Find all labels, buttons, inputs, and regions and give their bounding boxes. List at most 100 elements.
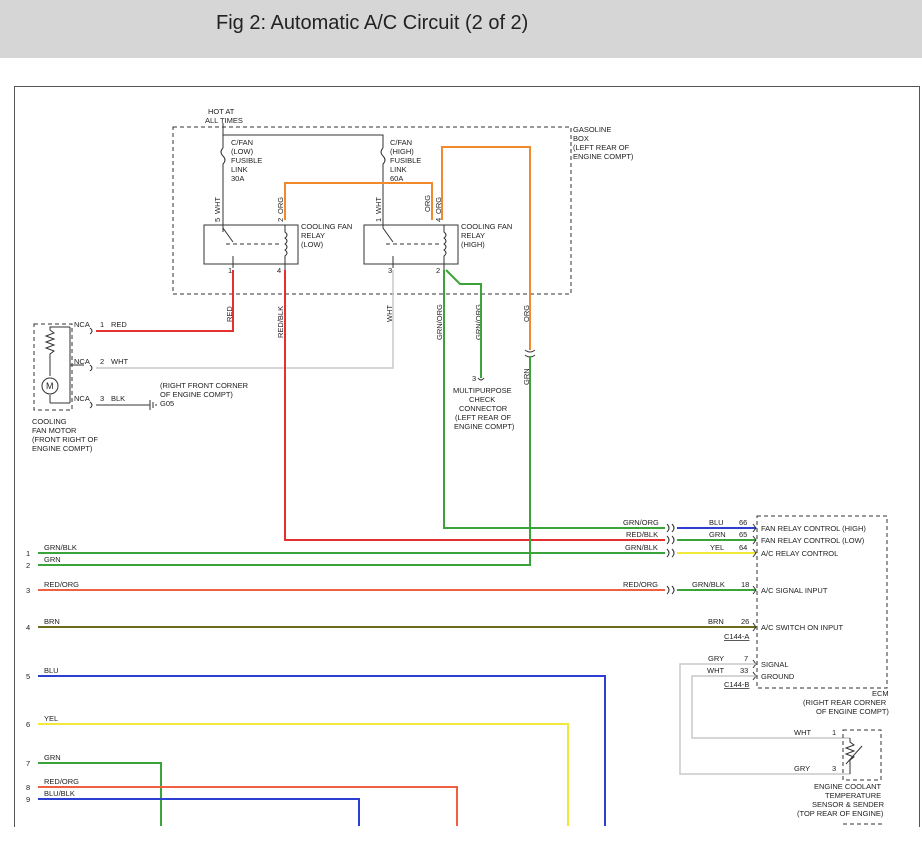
wire-label-red: RED	[225, 306, 234, 322]
ground-label: G05	[160, 399, 174, 408]
sensor-label: ENGINE COOLANT	[814, 782, 882, 791]
ecm-wire: GRN	[709, 530, 726, 539]
ecm-pin-num: 65	[739, 530, 747, 539]
wire-wht	[96, 270, 394, 369]
motor-symbol: M	[46, 381, 54, 391]
gasoline-box-label: BOX	[573, 134, 589, 143]
motor-label: ENGINE COMPT)	[32, 444, 93, 453]
check-connector-label: CHECK	[469, 395, 495, 404]
gasoline-box	[172, 126, 572, 295]
ground-icon	[149, 400, 157, 410]
wire-org-high	[441, 146, 531, 350]
ecm-pin-name: FAN RELAY CONTROL (HIGH)	[761, 524, 866, 533]
ground-label: (RIGHT FRONT CORNER	[160, 381, 249, 390]
wire-label-org: ORG	[522, 305, 531, 322]
ecm-pin-name: FAN RELAY CONTROL (LOW)	[761, 536, 865, 545]
fuse-low-label: 30A	[231, 174, 244, 183]
relay-low-pin4: 4	[277, 266, 281, 275]
relay-low-label: RELAY	[301, 231, 325, 240]
relay-high-pin1: 1	[374, 218, 383, 222]
sensor-pin: 1	[832, 728, 836, 737]
wire-label-grnorg: GRN/ORG	[474, 304, 483, 340]
wire-label-wht: WHT	[385, 305, 394, 322]
connector-icon	[524, 349, 536, 358]
ecm-pin-name: A/C SIGNAL INPUT	[761, 586, 828, 595]
wire-label-grnorg: GRN/ORG	[435, 304, 444, 340]
relay-low-pin1: 1	[228, 266, 232, 275]
ecm-pin-icon	[752, 523, 757, 681]
relay-low-pin5: 5	[213, 218, 222, 222]
check-connector-label: (LEFT REAR OF	[455, 413, 512, 422]
wire-label: BRN	[44, 617, 60, 626]
relay-low-switch	[222, 190, 234, 268]
diagram-frame	[14, 86, 920, 827]
motor-pin-nca: NCA	[74, 357, 90, 366]
wire-num: 8	[26, 783, 30, 792]
relay-low-pin5-wire: WHT	[213, 197, 222, 214]
motor-pin-nca: NCA	[74, 320, 90, 329]
ecm-wire: YEL	[710, 543, 724, 552]
relay-low	[203, 224, 299, 265]
fuse-high-label: C/FAN	[390, 138, 412, 147]
ecm-pin-num: 64	[739, 543, 747, 552]
gasoline-box-label: (LEFT REAR OF	[573, 143, 630, 152]
ecm-pin-num: 7	[744, 654, 748, 663]
ecm-connector-b: C144-B	[724, 680, 749, 689]
fuse-high-label: LINK	[390, 165, 407, 174]
wire-org-low	[284, 182, 433, 220]
sensor-pin-wire: GRY	[794, 764, 810, 773]
relay-high-pin2: 2	[436, 266, 440, 275]
wire-label: GRN	[44, 753, 61, 762]
ground-label: OF ENGINE COMPT)	[160, 390, 233, 399]
motor-label: FAN MOTOR	[32, 426, 77, 435]
ecm-pin-name: GROUND	[761, 672, 795, 681]
motor-pin-num: 1	[100, 320, 104, 329]
wire-num: 1	[26, 549, 30, 558]
wire-label: BLU/BLK	[44, 789, 75, 798]
wire-num: 5	[26, 672, 30, 681]
relay-high-label: (HIGH)	[461, 240, 485, 249]
ecm-pin-name: A/C SWITCH ON INPUT	[761, 623, 844, 632]
motor-pin-num: 3	[100, 394, 104, 403]
wire-redblk-ecm	[284, 270, 665, 541]
sensor-label: SENSOR & SENDER	[812, 800, 885, 809]
check-connector-label: CONNECTOR	[459, 404, 508, 413]
sensor-label: TEMPERATURE	[825, 791, 881, 800]
ecm-left-label: GRN/ORG	[623, 518, 659, 527]
motor-pin-wire: RED	[111, 320, 127, 329]
check-connector-icon	[477, 377, 485, 381]
relay-high-label: RELAY	[461, 231, 485, 240]
relay-high-label: COOLING FAN	[461, 222, 512, 231]
fusible-link-symbol	[220, 147, 386, 190]
fuse-high-label: (HIGH)	[390, 147, 414, 156]
ecm-location: OF ENGINE COMPT)	[816, 707, 889, 716]
check-connector-label: ENGINE COMPT)	[454, 422, 515, 431]
wire-9-blublk	[38, 798, 360, 826]
fuse-low-label: (LOW)	[231, 147, 254, 156]
wire-wht-sensor	[691, 675, 850, 739]
relay-high	[363, 224, 459, 265]
relay-high-pin1-wire: WHT	[374, 197, 383, 214]
wire-grnorg-check	[445, 269, 482, 378]
relay-high-wire: ORG	[423, 195, 432, 212]
power-feed	[222, 123, 384, 148]
relay-high-coil	[443, 225, 447, 270]
ecm-pin-num: 33	[740, 666, 748, 675]
connector-icon	[89, 327, 93, 409]
ecm-pin-name: A/C RELAY CONTROL	[761, 549, 838, 558]
ecm-connector-a: C144-A	[724, 632, 749, 641]
gasoline-box-label: GASOLINE	[573, 125, 611, 134]
motor-label: COOLING	[32, 417, 67, 426]
hot-label: ALL TIMES	[205, 116, 243, 125]
fuse-high-label: FUSIBLE	[390, 156, 421, 165]
wire-8-redorg	[38, 786, 458, 826]
wire-num: 4	[26, 623, 30, 632]
ecm-wire: GRN/BLK	[692, 580, 725, 589]
wire-5-blu	[38, 675, 606, 826]
relay-low-label: (LOW)	[301, 240, 324, 249]
cooling-fan-motor	[33, 323, 73, 411]
relay-high-pin3: 3	[388, 266, 392, 275]
ecm-name: ECM	[872, 689, 889, 698]
page-title: Fig 2: Automatic A/C Circuit (2 of 2)	[216, 12, 529, 34]
wire-num: 9	[26, 795, 30, 804]
